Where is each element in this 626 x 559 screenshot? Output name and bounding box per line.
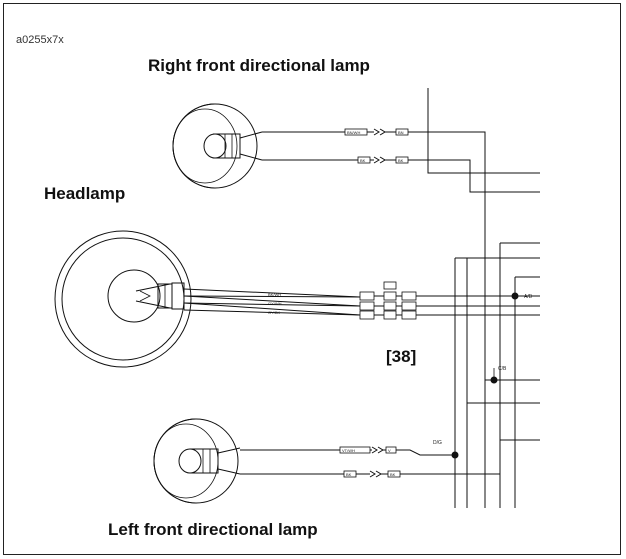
wire-color-head-2: GY/WH — [268, 301, 282, 306]
wire-color-right-bottom: BK — [360, 158, 366, 163]
node-label-3: D/G — [433, 440, 442, 446]
wire-color-right-bottom-out: BK — [398, 158, 404, 163]
figure-code: a0255x7x — [16, 34, 64, 46]
connector-label: [38] — [386, 347, 417, 366]
diagram-frame: a0255x7x Right front directional lamp He… — [3, 3, 621, 555]
wire-color-head-1: BK/WH — [268, 292, 281, 297]
wire-color-head-3: GY/BK — [268, 310, 281, 315]
node-label-1: A/B — [524, 294, 533, 300]
wire-color-left-bottom-out: BK — [390, 472, 396, 477]
right-front-lamp-icon — [172, 103, 263, 189]
headlamp-icon — [54, 230, 192, 368]
node-label-2: C/B — [498, 366, 507, 372]
headlamp-label: Headlamp — [44, 184, 126, 203]
junction-node-1 — [511, 292, 519, 300]
wire-color-right-top: BN/WH — [347, 130, 360, 135]
wire-color-left-top: VT/WH — [342, 448, 355, 453]
wire-color-right-top-out: BN — [398, 130, 404, 135]
wire-color-left-top-out: V — [388, 448, 391, 453]
right-front-lamp-label: Right front directional lamp — [148, 56, 370, 75]
wire-color-left-bottom: BK — [346, 472, 352, 477]
left-front-lamp-icon — [153, 418, 241, 504]
connector-38-icon — [359, 281, 417, 320]
left-front-lamp-label: Left front directional lamp — [108, 520, 318, 539]
